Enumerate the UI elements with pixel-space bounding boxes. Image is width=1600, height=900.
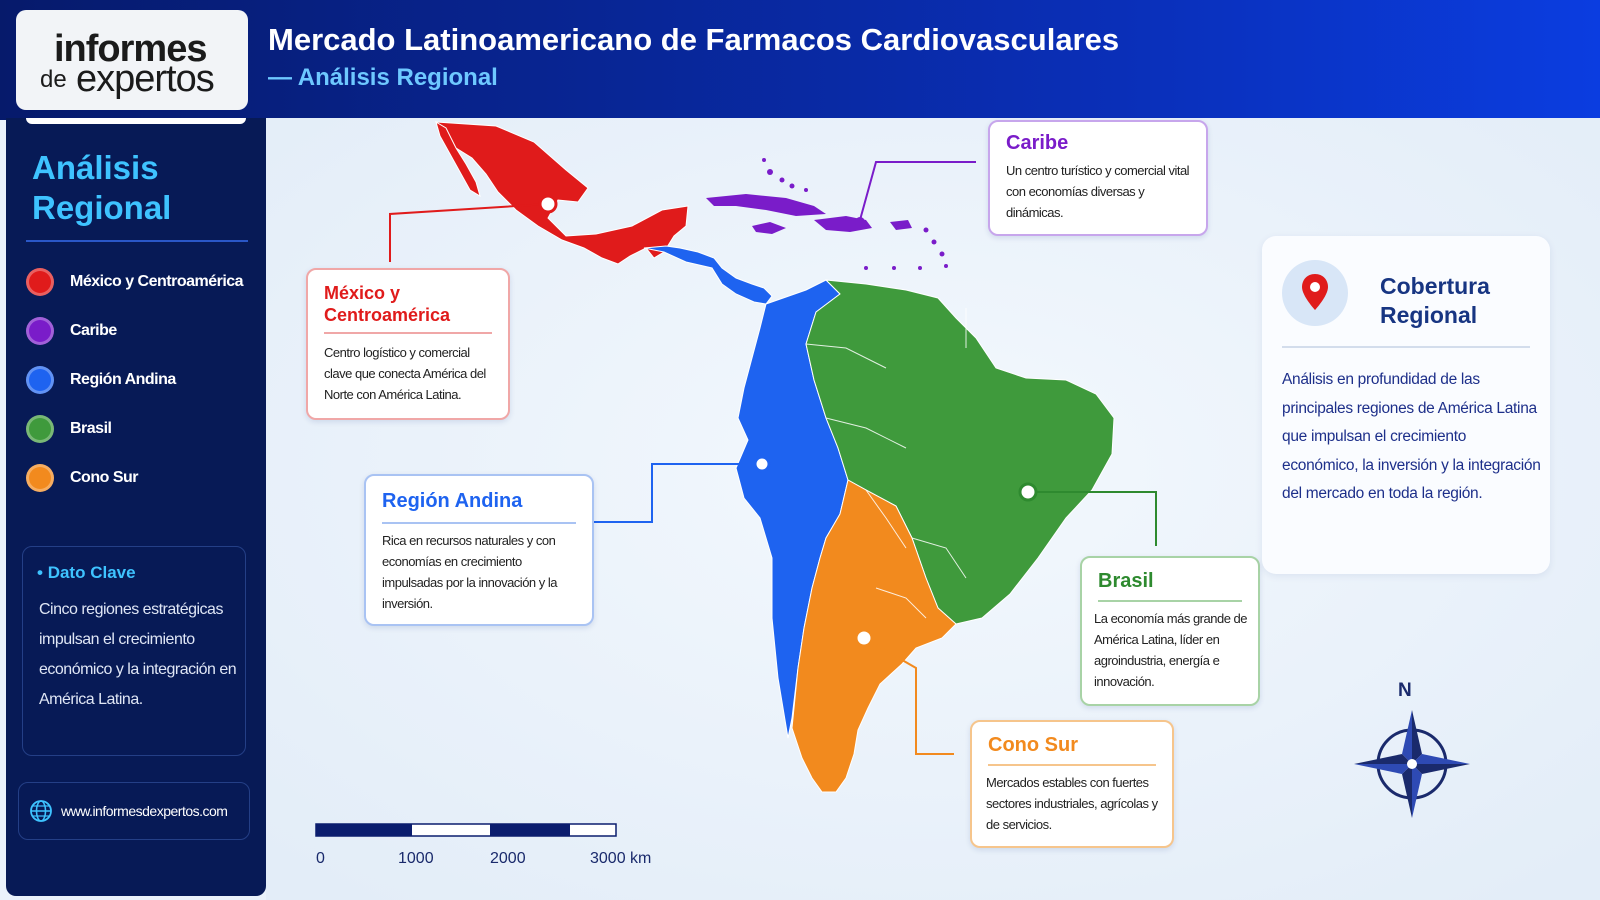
- coverage-divider: [1282, 346, 1530, 348]
- legend-dot-blue: [26, 366, 54, 394]
- coverage-text: Análisis en profundidad de las principal…: [1282, 371, 1541, 502]
- legend-dot-purple: [26, 317, 54, 345]
- legend-dot-orange: [26, 464, 54, 492]
- callout-andina-title: Región Andina: [382, 490, 523, 512]
- callout-caribe-title: Caribe: [1006, 132, 1069, 154]
- scale-bar: [315, 823, 617, 837]
- callout-andina-text: Rica en recursos naturales y con economí…: [382, 533, 558, 611]
- website-link[interactable]: www.informesdexpertos.com: [18, 782, 250, 840]
- compass-rose-icon: [1354, 710, 1470, 818]
- logo-text-informes: informes: [54, 28, 207, 70]
- logo-text-de: de: [40, 66, 67, 93]
- legend-label: Caribe: [70, 322, 117, 339]
- callout-caribe-text: Un centro turístico y comercial vital co…: [1006, 163, 1190, 220]
- callout-mexico-title: México y Centroamérica: [324, 283, 451, 325]
- legend-item-caribe[interactable]: Caribe: [26, 315, 262, 351]
- legend-label: Brasil: [70, 420, 112, 437]
- callout-andina[interactable]: Región Andina Rica en recursos naturales…: [364, 474, 594, 626]
- page-title: Mercado Latinoamericano de Farmacos Card…: [268, 22, 1120, 57]
- region-cono-sur[interactable]: [791, 479, 957, 793]
- legend-item-andina[interactable]: Región Andina: [26, 364, 262, 400]
- callout-brasil-title: Brasil: [1098, 570, 1154, 592]
- legend-item-mexico[interactable]: México y Centroamérica: [26, 266, 262, 302]
- callout-divider: [382, 522, 576, 524]
- callout-divider: [988, 764, 1156, 766]
- callout-cono-sur-text: Mercados estables con fuertes sectores i…: [986, 775, 1158, 832]
- bullet-icon: •: [37, 563, 43, 582]
- callout-brasil-text: La economía más grande de América Latina…: [1094, 611, 1248, 689]
- key-fact-title: • Dato Clave: [37, 563, 136, 583]
- sidebar-title: Análisis Regional: [32, 149, 172, 226]
- page-subtitle: — Análisis Regional: [268, 64, 498, 91]
- legend-item-brasil[interactable]: Brasil: [26, 413, 262, 449]
- region-baja-california: [435, 120, 481, 198]
- key-fact-text: Cinco regiones estratégicas impulsan el …: [39, 601, 237, 708]
- key-fact-title-text: Dato Clave: [47, 563, 136, 582]
- globe-icon: [30, 800, 52, 822]
- callout-divider: [324, 332, 492, 334]
- callout-mexico-text: Centro logístico y comercial clave que c…: [324, 345, 486, 402]
- location-pin-icon: [1282, 260, 1348, 326]
- legend-label: México y Centroamérica: [70, 273, 244, 290]
- border-lines: [805, 308, 967, 619]
- scale-label-0: 0: [316, 850, 325, 867]
- legend-label: Región Andina: [70, 371, 176, 388]
- callout-caribe[interactable]: Caribe Un centro turístico y comercial v…: [988, 120, 1208, 236]
- scale-label-3000: 3000 km: [590, 850, 652, 867]
- callout-brasil[interactable]: Brasil La economía más grande de América…: [1080, 556, 1260, 706]
- callout-cono-sur[interactable]: Cono Sur Mercados estables con fuertes s…: [970, 720, 1174, 848]
- compass-north-label: N: [1398, 680, 1412, 701]
- legend-dot-green: [26, 415, 54, 443]
- scale-label-2000: 2000: [490, 850, 526, 867]
- callout-cono-sur-title: Cono Sur: [988, 734, 1078, 756]
- scale-label-1000: 1000: [398, 850, 434, 867]
- legend-label: Cono Sur: [70, 469, 139, 486]
- callout-divider: [1098, 600, 1242, 602]
- connector-lines: [389, 161, 1157, 755]
- sidebar-divider: [26, 240, 248, 242]
- logo[interactable]: informes de expertos: [16, 10, 248, 110]
- coverage-title: Cobertura Regional: [1380, 273, 1490, 328]
- logo-text-expertos: expertos: [76, 58, 215, 100]
- legend-dot-red: [26, 268, 54, 296]
- sidebar: Análisis Regional México y Centroamérica…: [6, 118, 266, 896]
- sidebar-top-tab: [26, 118, 246, 124]
- region-markers: [538, 194, 1038, 648]
- header-bar: informes de expertos Mercado Latinoameri…: [0, 0, 1600, 120]
- legend-item-cono-sur[interactable]: Cono Sur: [26, 462, 262, 498]
- coverage-panel: Cobertura Regional Análisis en profundid…: [1262, 236, 1550, 574]
- key-fact-box: • Dato Clave Cinco regiones estratégicas…: [22, 546, 246, 756]
- region-central-america-south: [643, 245, 773, 305]
- website-url: www.informesdexpertos.com: [61, 803, 228, 819]
- callout-mexico[interactable]: México y Centroamérica Centro logístico …: [306, 268, 510, 420]
